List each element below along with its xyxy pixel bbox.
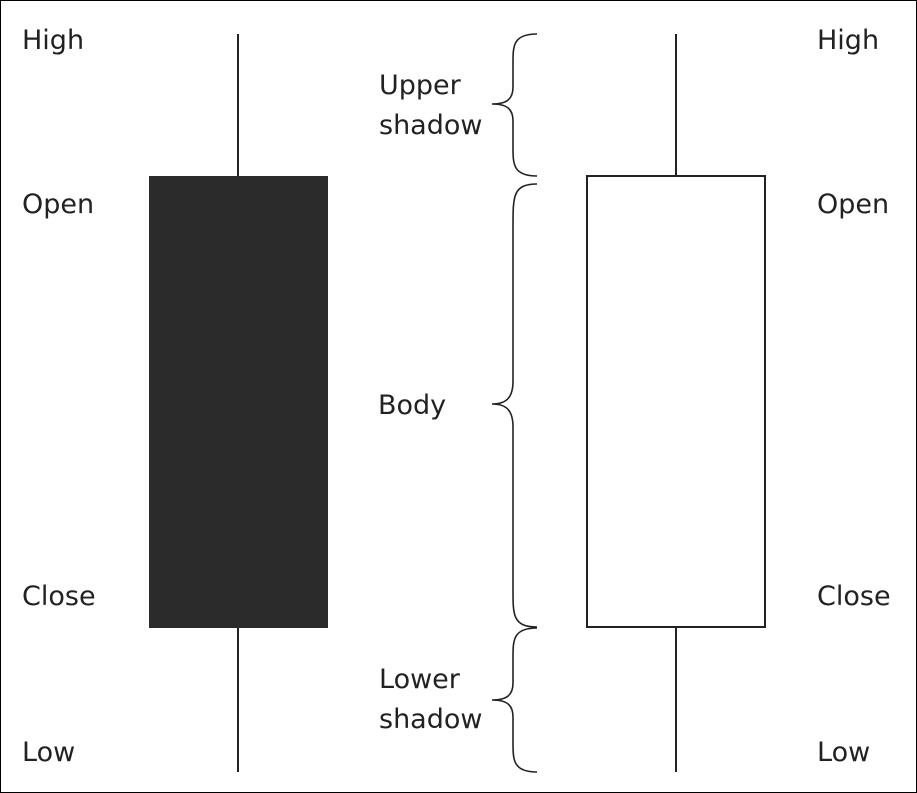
upper-shadow-brace <box>491 33 538 177</box>
lower-shadow-label: Lower shadow <box>379 660 482 740</box>
left-high-label: High <box>22 25 85 56</box>
right-high-label: High <box>817 25 880 56</box>
right-open-label: Open <box>817 189 890 220</box>
left-low-label: Low <box>22 737 76 768</box>
lower-shadow-brace <box>491 627 538 773</box>
lower-shadow-line2: shadow <box>379 704 483 735</box>
left-candle-body <box>149 176 328 628</box>
right-close-label: Close <box>817 581 891 612</box>
body-brace <box>491 183 538 628</box>
upper-shadow-line1: Upper <box>379 70 461 101</box>
body-label: Body <box>378 390 447 421</box>
upper-shadow-label: Upper shadow <box>379 66 482 146</box>
upper-shadow-line2: shadow <box>379 110 483 141</box>
right-candle-body <box>586 175 766 628</box>
left-open-label: Open <box>22 189 95 220</box>
lower-shadow-line1: Lower <box>379 664 460 695</box>
right-low-label: Low <box>817 737 871 768</box>
left-close-label: Close <box>22 581 96 612</box>
